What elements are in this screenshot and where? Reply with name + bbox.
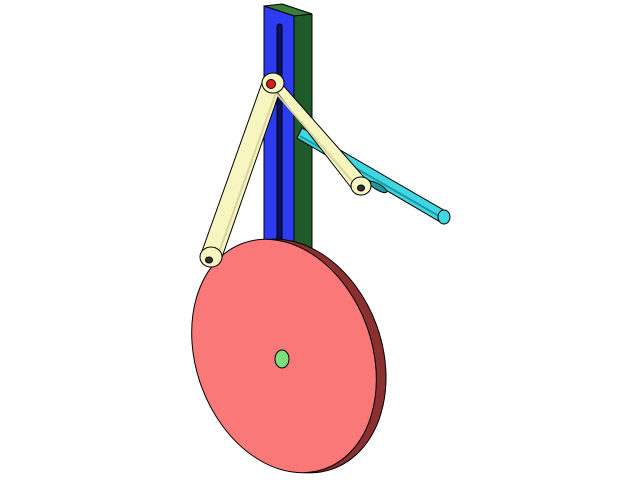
disc [191, 238, 387, 474]
guide-post [263, 3, 313, 263]
short-link-end-hole [357, 184, 365, 192]
pivot-joint [261, 72, 285, 94]
short-link [264, 76, 372, 196]
pivot-pin-icon [266, 79, 276, 89]
long-link-edge [216, 89, 278, 259]
slider-rod-end [437, 209, 451, 225]
disc-hub [274, 349, 290, 369]
guide-slot [276, 23, 283, 251]
short-link-edge [269, 85, 359, 189]
long-link-lower-hole [205, 256, 213, 264]
disc-face [191, 238, 377, 474]
